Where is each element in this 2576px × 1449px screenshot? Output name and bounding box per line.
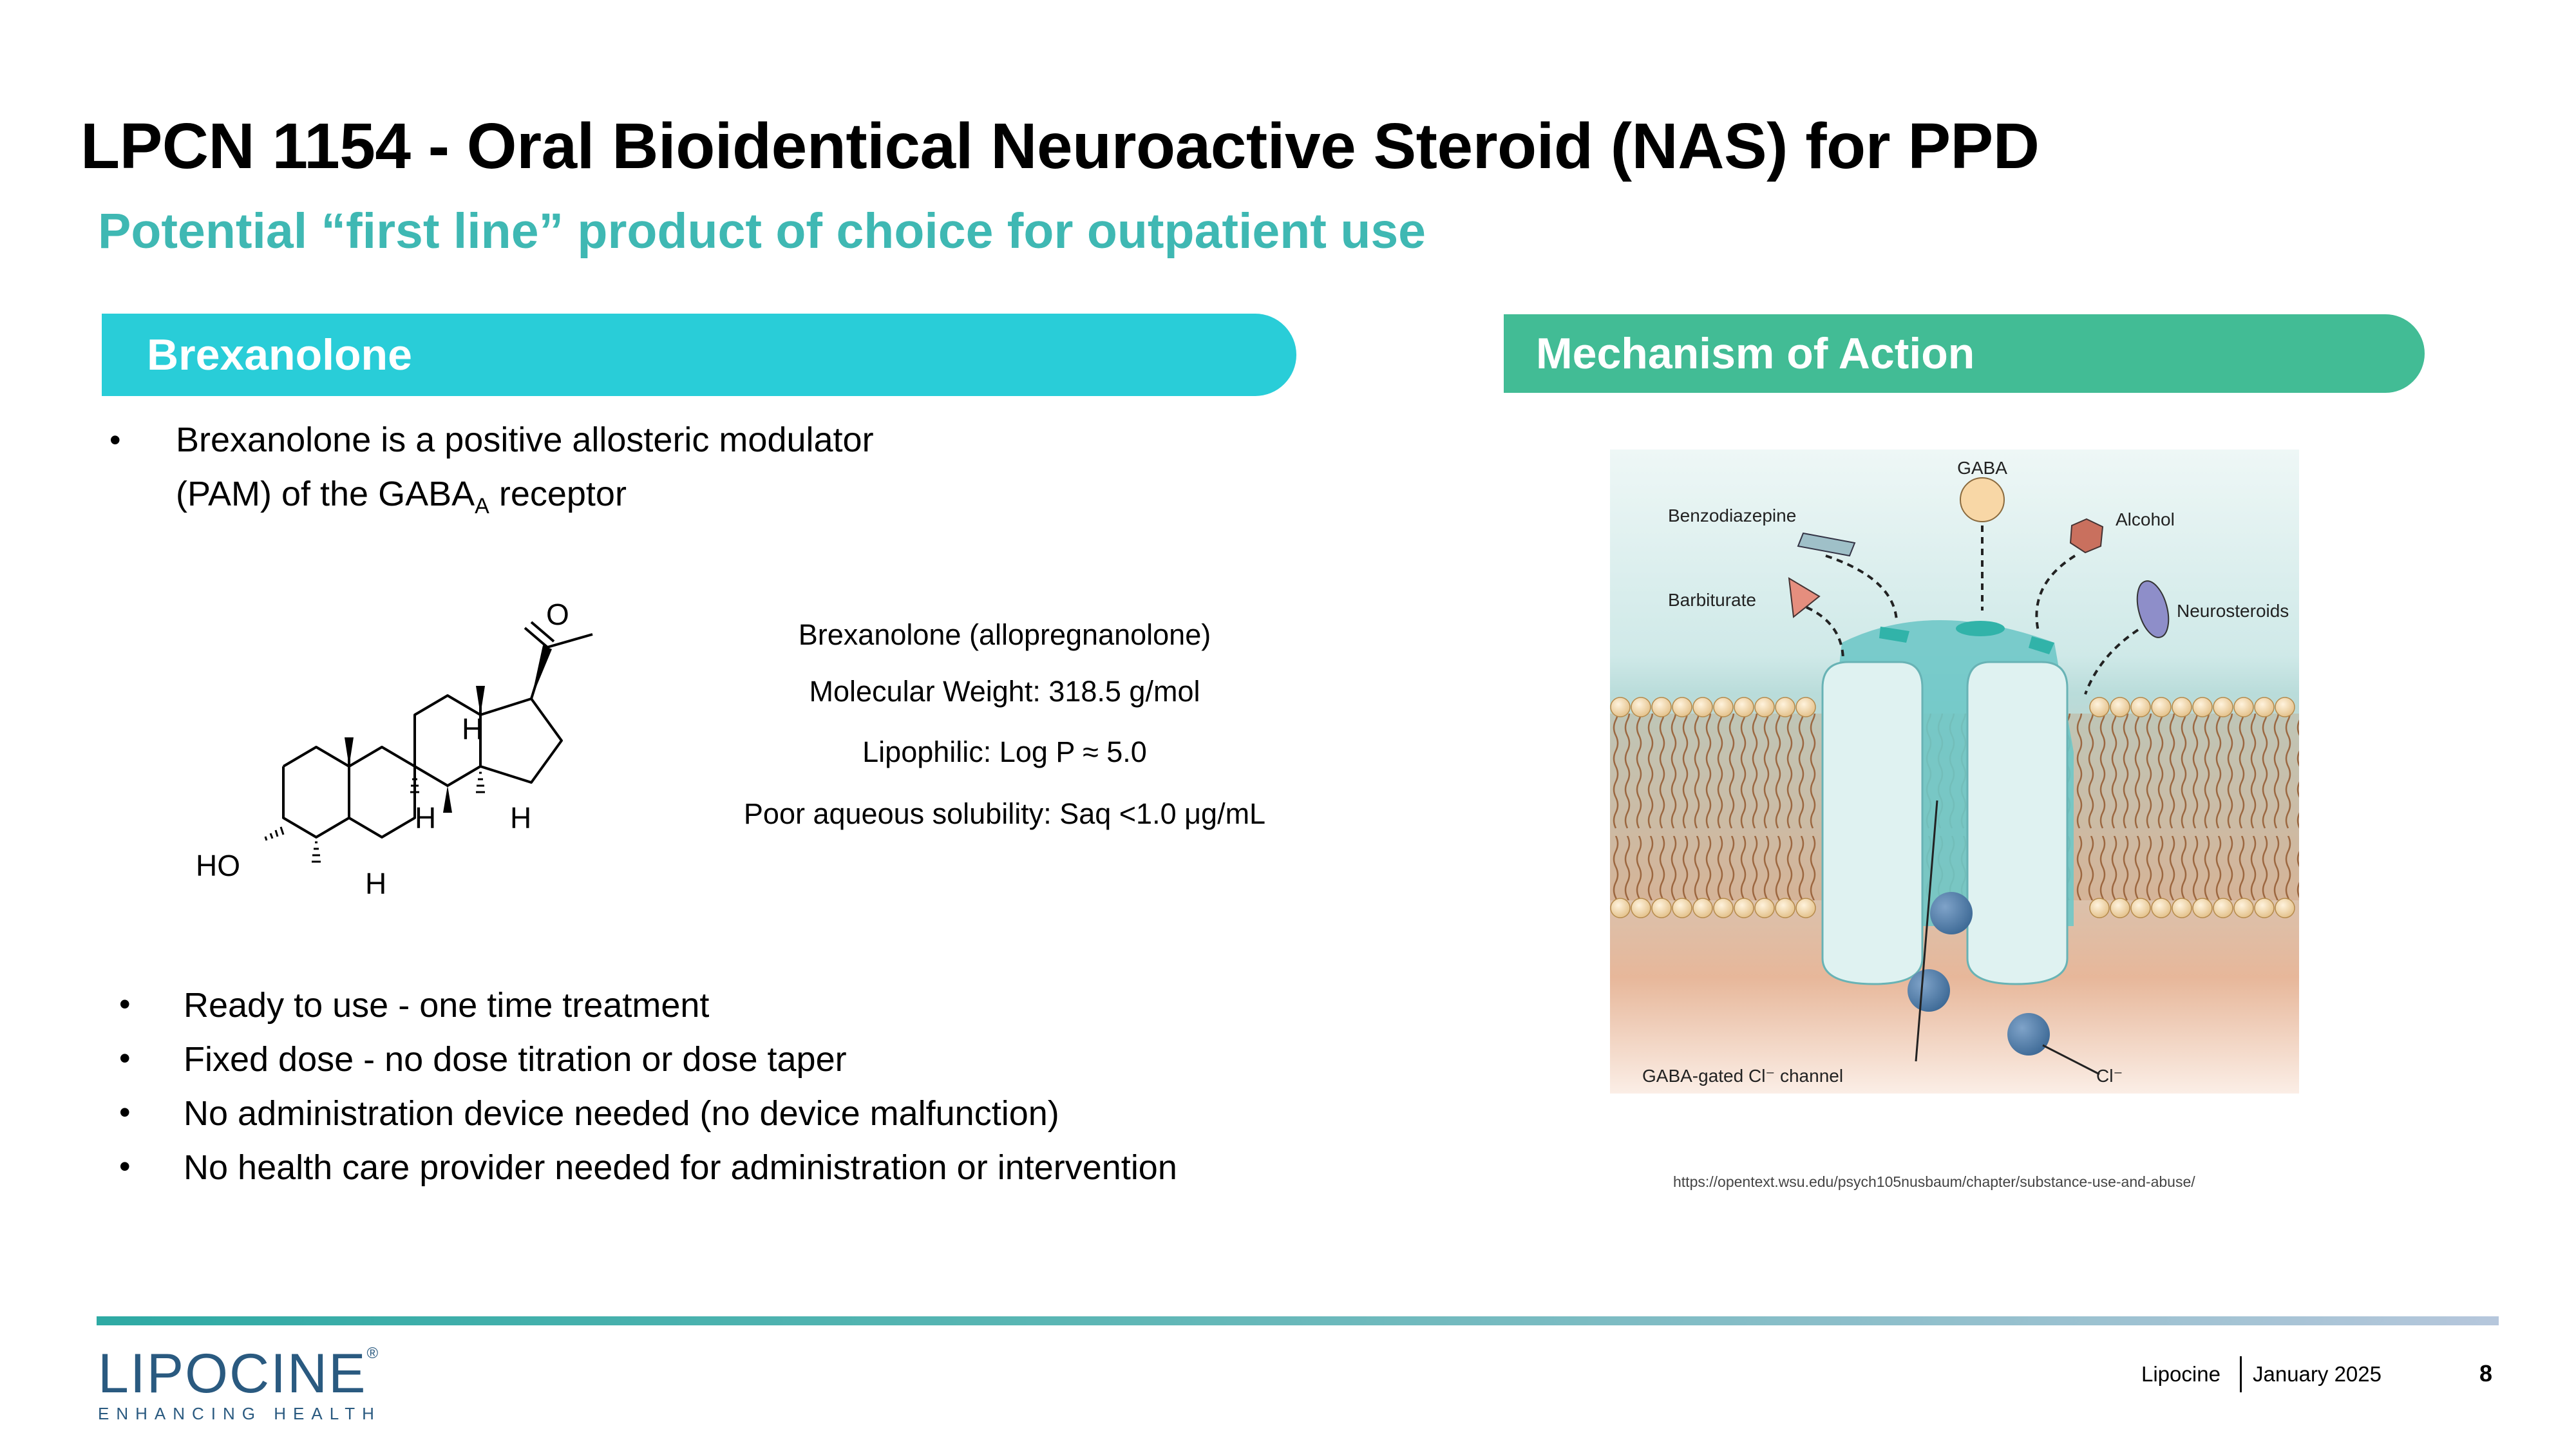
- bullet-marker: •: [119, 986, 131, 1022]
- fact-lipophilic: Lipophilic: Log P ≈ 5.0: [862, 735, 1147, 768]
- mechanism-header: Mechanism of Action: [1504, 314, 2425, 393]
- label-chloride: Cl⁻: [2096, 1066, 2123, 1086]
- benefit-text: Ready to use - one time treatment: [184, 986, 710, 1025]
- alcohol-site: [2029, 636, 2054, 654]
- channel-subunit-left: [1821, 661, 1924, 985]
- h-label-bottom: H: [365, 867, 386, 900]
- logo-registered-mark: ®: [366, 1345, 380, 1362]
- carbonyl-bond-1: [524, 627, 549, 649]
- wedge-c13: [476, 686, 485, 715]
- fact-molecular-weight: Molecular Weight: 318.5 g/mol: [809, 675, 1200, 708]
- chloride-ion: [1908, 969, 1950, 1012]
- footer-company: Lipocine: [2141, 1362, 2221, 1386]
- brexanolone-header-label: Brexanolone: [147, 330, 412, 379]
- gaba-ligand-icon: [1960, 477, 2005, 522]
- carbonyl-bond-2: [530, 621, 555, 643]
- logo-tagline: ENHANCING HEALTH: [98, 1404, 381, 1423]
- footer-separator: [2240, 1356, 2242, 1392]
- chloride-ion: [2007, 1013, 2050, 1056]
- brexanolone-header: Brexanolone: [102, 314, 1296, 396]
- bullet-marker: •: [119, 1094, 131, 1130]
- intro-bullet-line2-text: (PAM) of the GABA: [176, 475, 475, 513]
- wedge-c17: [531, 645, 552, 699]
- membrane-heads: [1610, 697, 2295, 918]
- alcohol-ligand-icon: [2069, 518, 2104, 554]
- footer-date: January 2025: [2253, 1362, 2382, 1386]
- h-label-mid-left: H: [415, 801, 436, 835]
- slide-subtitle: Potential “first line” product of choice…: [98, 204, 1426, 259]
- slide-title: LPCN 1154 - Oral Bioidentical Neuroactiv…: [80, 110, 2040, 182]
- logo-text: LIPOCINE: [98, 1343, 367, 1405]
- ring-b: [348, 746, 416, 838]
- label-alcohol: Alcohol: [2116, 509, 2175, 529]
- barbiturate-ligand-icon: [1788, 577, 1821, 618]
- label-neurosteroids: Neurosteroids: [2177, 601, 2289, 621]
- hydroxyl-label: HO: [196, 849, 240, 882]
- intro-bullet-line2: (PAM) of the GABAA receptor: [176, 474, 627, 519]
- neurosteroid-ligand-icon: [2136, 580, 2170, 638]
- footer-divider: [97, 1316, 2499, 1325]
- h-label-top: H: [462, 712, 483, 746]
- intro-bullet-subscript: A: [475, 493, 489, 518]
- fact-solubility: Poor aqueous solubility: Saq <1.0 μg/mL: [743, 797, 1266, 830]
- brexanolone-structure: O HO H H H H: [196, 598, 593, 900]
- intro-bullet-line1: Brexanolone is a positive allosteric mod…: [176, 421, 874, 459]
- mechanism-header-label: Mechanism of Action: [1536, 329, 1975, 378]
- hashed-bonds: [264, 772, 485, 863]
- label-barbiturate: Barbiturate: [1668, 590, 1756, 610]
- binding-arrows: [1806, 526, 2139, 1075]
- benefit-text: Fixed dose - no dose titration or dose t…: [184, 1040, 847, 1079]
- wedge-c10: [345, 737, 354, 766]
- fact-name: Brexanolone (allopregnanolone): [798, 618, 1211, 651]
- wedge-h8: [443, 786, 452, 813]
- label-benzodiazepine: Benzodiazepine: [1668, 506, 1796, 526]
- source-citation: https://opentext.wsu.edu/psych105nusbaum…: [1673, 1173, 2195, 1190]
- bullet-marker: •: [119, 1040, 131, 1076]
- channel-subunit-right: [1966, 661, 2069, 985]
- company-logo: LIPOCINE® ENHANCING HEALTH: [98, 1346, 381, 1424]
- oxygen-label: O: [546, 598, 569, 631]
- ring-a: [282, 746, 350, 838]
- intro-bullet-line2-end: receptor: [489, 475, 627, 513]
- ring-d: [480, 697, 563, 784]
- label-gaba: GABA: [1957, 458, 2007, 478]
- page-number: 8: [2479, 1360, 2493, 1387]
- acetyl-methyl: [547, 633, 593, 649]
- logo-wordmark: LIPOCINE®: [98, 1345, 381, 1402]
- benzodiazepine-ligand-icon: [1797, 532, 1856, 557]
- gaba-receptor-diagram: GABA Benzodiazepine Alcohol Barbiturate …: [1610, 450, 2299, 1094]
- bullet-marker: •: [119, 1148, 131, 1184]
- benzodiazepine-site: [1879, 627, 1909, 643]
- benefit-text: No health care provider needed for admin…: [184, 1148, 1177, 1187]
- intro-bullet: • Brexanolone is a positive allosteric m…: [109, 420, 947, 529]
- benefit-text: No administration device needed (no devi…: [184, 1094, 1059, 1133]
- benefits-list: • Ready to use - one time treatment • Fi…: [119, 985, 1343, 1204]
- chloride-ion: [1930, 892, 1973, 934]
- h-label-mid-right: H: [510, 801, 531, 835]
- gaba-binding-site: [1956, 621, 2005, 636]
- bullet-marker: •: [109, 422, 121, 458]
- label-channel: GABA-gated Cl⁻ channel: [1642, 1066, 1843, 1086]
